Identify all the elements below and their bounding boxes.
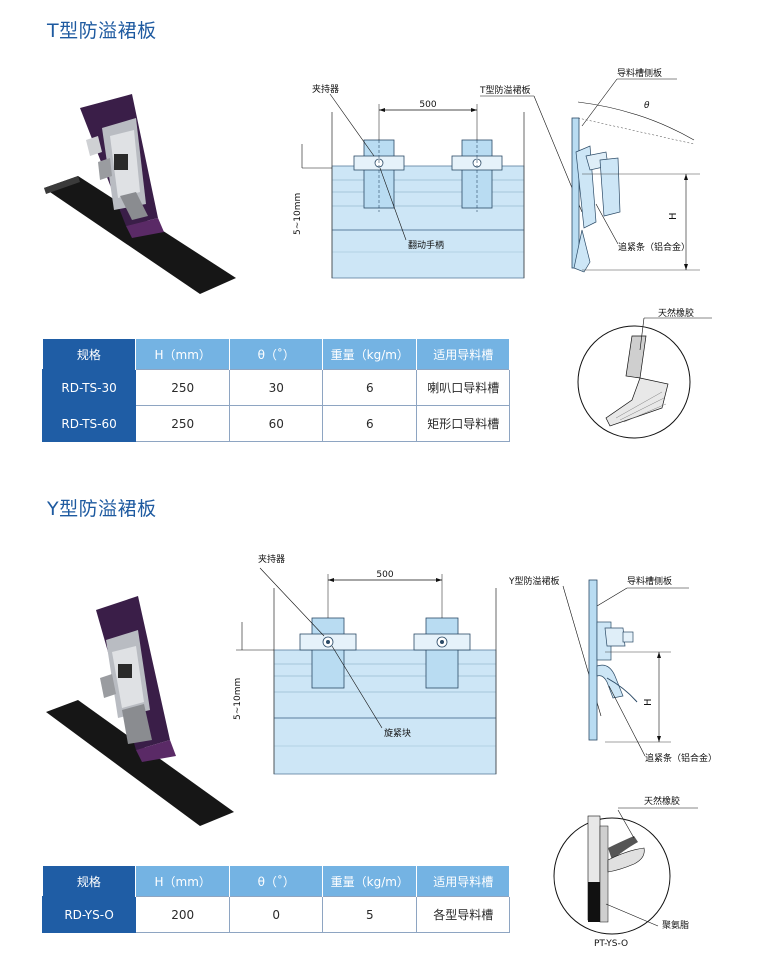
- table-cell: RD-TS-30: [41, 369, 137, 406]
- table-row: RD-TS-60 250 60 6 矩形口导料槽: [41, 405, 510, 442]
- t-spec-table: 规格 H（mm） θ（˚） 重量（kg/m） 适用导料槽 RD-TS-30 25…: [41, 339, 510, 442]
- t-clamp-label: 夹持器: [312, 83, 339, 95]
- table-header-cell: θ（˚）: [229, 866, 324, 897]
- y-detail-circle: 天然橡胶 聚氨脂 PT-YS-O: [553, 795, 698, 949]
- t-skirt-product-photo: [44, 94, 236, 294]
- t-H-label: H: [668, 212, 679, 220]
- y-front-drawing: 500 5~10mm 夹持器 旋紧块: [233, 553, 497, 775]
- table-header-cell: 重量（kg/m）: [322, 866, 418, 897]
- table-cell: 矩形口导料槽: [416, 405, 510, 442]
- table-header-cell: H（mm）: [135, 866, 231, 897]
- y-clamp-label: 夹持器: [258, 553, 285, 565]
- table-cell: 200: [135, 896, 231, 933]
- table-row: RD-TS-30 250 30 6 喇叭口导料槽: [41, 369, 510, 406]
- t-rubber-label: 天然橡胶: [658, 307, 694, 319]
- table-header-row: 规格 H（mm） θ（˚） 重量（kg/m） 适用导料槽: [42, 866, 510, 897]
- table-cell: 0: [229, 896, 324, 933]
- t-dim-500: 500: [419, 100, 436, 110]
- table-header-cell: 适用导料槽: [416, 339, 510, 370]
- table-header-cell: 规格: [42, 866, 137, 897]
- y-spec-table: 规格 H（mm） θ（˚） 重量（kg/m） 适用导料槽 RD-YS-O 200…: [41, 866, 510, 933]
- y-strip-label: 追紧条（铝合金）: [645, 752, 717, 764]
- y-dim-500: 500: [376, 570, 393, 580]
- table-header-cell: 适用导料槽: [416, 866, 510, 897]
- table-cell: 250: [135, 369, 231, 406]
- table-cell: 6: [322, 369, 418, 406]
- t-front-drawing: 500 5~10mm 夹持器 翻动手柄: [293, 83, 525, 279]
- y-gap-label: 5~10mm: [233, 678, 243, 720]
- y-pu-label: 聚氨脂: [662, 919, 689, 931]
- table-header-row: 规格 H（mm） θ（˚） 重量（kg/m） 适用导料槽: [42, 339, 510, 370]
- y-code-label: PT-YS-O: [594, 939, 628, 949]
- y-rubber-label: 天然橡胶: [644, 795, 680, 807]
- y-H-label: H: [643, 698, 654, 706]
- table-cell: RD-YS-O: [41, 896, 137, 933]
- y-section-title: Y型防溢裙板: [47, 498, 157, 520]
- y-wall-label: 导料槽侧板: [627, 575, 672, 587]
- table-header-cell: 重量（kg/m）: [322, 339, 418, 370]
- t-gap-label: 5~10mm: [293, 193, 303, 235]
- table-cell: 250: [135, 405, 231, 442]
- y-skirt-product-photo: [46, 596, 234, 826]
- t-skirt-label: T型防溢裙板: [479, 84, 531, 96]
- t-handle-label: 翻动手柄: [408, 239, 444, 251]
- table-header-cell: θ（˚）: [229, 339, 324, 370]
- table-header-cell: 规格: [42, 339, 137, 370]
- t-wall-label: 导料槽侧板: [617, 67, 662, 79]
- table-cell: 30: [229, 369, 324, 406]
- y-block-label: 旋紧块: [384, 727, 411, 739]
- table-cell: 各型导料槽: [416, 896, 510, 933]
- t-theta-label: θ: [644, 101, 650, 111]
- table-cell: 5: [322, 896, 418, 933]
- t-section-title: T型防溢裙板: [47, 20, 157, 42]
- table-cell: 6: [322, 405, 418, 442]
- y-side-drawing: Y型防溢裙板 导料槽侧板 H 追紧条（铝合金）: [508, 575, 717, 764]
- t-strip-label: 追紧条（铝合金）: [618, 241, 690, 253]
- t-detail-circle: 天然橡胶: [577, 307, 712, 439]
- table-cell: RD-TS-60: [41, 405, 137, 442]
- table-header-cell: H（mm）: [135, 339, 231, 370]
- table-cell: 60: [229, 405, 324, 442]
- table-cell: 喇叭口导料槽: [416, 369, 510, 406]
- table-row: RD-YS-O 200 0 5 各型导料槽: [41, 896, 510, 933]
- t-side-drawing: 导料槽侧板 T型防溢裙板 θ H 追紧条（铝合金）: [479, 67, 700, 273]
- y-skirt-label: Y型防溢裙板: [508, 575, 560, 587]
